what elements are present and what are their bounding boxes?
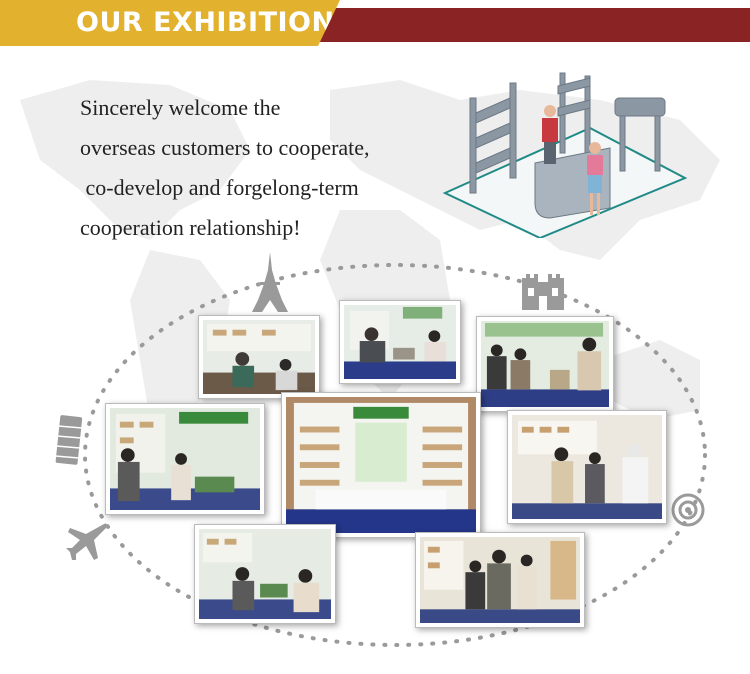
intro-line: cooperation relationship!	[80, 215, 301, 240]
booth-photo-6	[507, 410, 667, 524]
leaning-tower-icon	[54, 415, 83, 465]
intro-text: Sincerely welcome the overseas customers …	[80, 88, 460, 248]
intro-line: co-develop and forgelong-term	[80, 175, 359, 200]
airplane-icon	[66, 523, 107, 560]
booth-photo-3	[476, 316, 614, 412]
booth-photo-8	[415, 532, 585, 628]
page-title: OUR EXHIBITION	[76, 7, 335, 38]
booth-photo-4	[105, 403, 265, 515]
header-title-tag: OUR EXHIBITION	[0, 0, 340, 46]
castle-icon	[522, 274, 564, 310]
intro-line: overseas customers to cooperate,	[80, 135, 370, 160]
booth-photo-7	[194, 524, 336, 624]
booth-photo-center	[281, 392, 481, 538]
booth-photo-1	[198, 315, 320, 399]
booth-photo-2	[339, 300, 461, 384]
intro-line: Sincerely welcome the	[80, 95, 281, 120]
target-icon	[671, 493, 705, 527]
eiffel-tower-icon	[252, 252, 288, 312]
exhibition-booth-illustration	[442, 72, 688, 238]
